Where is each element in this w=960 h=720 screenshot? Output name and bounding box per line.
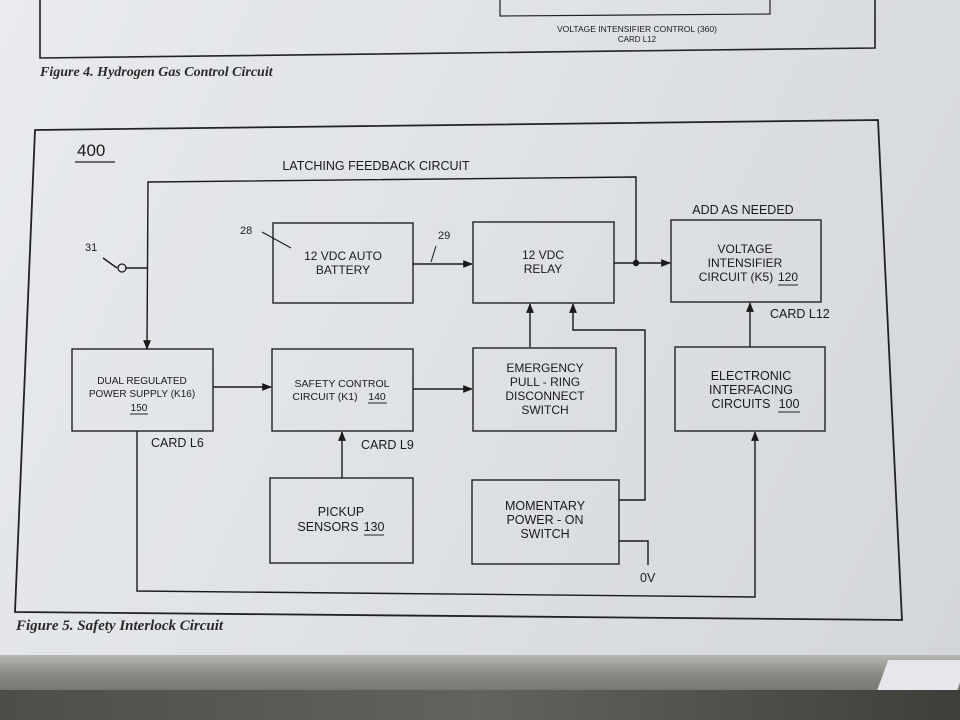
momentary-to-relay-wire — [569, 303, 646, 501]
battery-line1: 12 VDC AUTO — [304, 249, 382, 263]
latching-feedback-label: LATCHING FEEDBACK CIRCUIT — [282, 159, 470, 173]
fig4-block-line2: CARD L12 — [618, 35, 657, 44]
figure4-frame — [39, 0, 876, 59]
safety-control-block: SAFETY CONTROL CIRCUIT (K1) 140 — [271, 348, 414, 432]
card-l6-label: CARD L6 — [151, 436, 204, 450]
emergency-line3: DISCONNECT — [505, 389, 585, 403]
electronic-line2: INTERFACING — [709, 383, 793, 397]
figure5-frame — [14, 119, 903, 621]
relay-block: 12 VDC RELAY — [472, 221, 615, 304]
ref-400: 400 — [77, 141, 105, 160]
battery-block: 12 VDC AUTO BATTERY — [272, 222, 414, 304]
emergency-switch-block: EMERGENCY PULL - RING DISCONNECT SWITCH — [472, 347, 617, 432]
power-supply-line1: DUAL REGULATED — [97, 376, 186, 387]
intensifier-block: VOLTAGE INTENSIFIER CIRCUIT (K5) 120 — [670, 219, 822, 303]
momentary-switch-block: MOMENTARY POWER - ON SWITCH — [471, 479, 620, 565]
card-l12-label: CARD L12 — [770, 307, 830, 321]
latching-feedback-wire — [143, 176, 637, 350]
power-supply-line2: POWER SUPPLY (K16) — [89, 389, 195, 400]
safety-control-line1: SAFETY CONTROL — [295, 378, 390, 390]
safety-control-line2: CIRCUIT (K1) — [292, 391, 357, 403]
pickup-ref: 130 — [364, 520, 385, 534]
intensifier-line1: VOLTAGE — [718, 242, 773, 256]
power-supply-block: DUAL REGULATED POWER SUPPLY (K16) 150 — [71, 348, 214, 432]
ref-29-leader — [430, 245, 437, 263]
safety-control-ref: 140 — [368, 391, 386, 403]
intensifier-line3: CIRCUIT (K5) — [699, 270, 773, 284]
electronic-ref: 100 — [779, 397, 800, 411]
figure5-caption: Figure 5. Safety Interlock Circuit — [16, 618, 224, 634]
momentary-line3: SWITCH — [520, 527, 569, 541]
pickup-line1: PICKUP — [318, 505, 365, 519]
ref-28-leader — [261, 231, 292, 249]
add-as-needed-label: ADD AS NEEDED — [692, 203, 793, 217]
card-l9-label: CARD L9 — [361, 438, 414, 452]
intensifier-ref: 120 — [778, 270, 798, 284]
emergency-line1: EMERGENCY — [506, 361, 583, 375]
fig4-block-line1: VOLTAGE INTENSIFIER CONTROL (360) — [557, 24, 717, 34]
ground-return-wire — [136, 431, 759, 598]
relay-line1: 12 VDC — [522, 248, 564, 262]
pickup-line2: SENSORS — [297, 520, 358, 534]
emergency-line2: PULL - RING — [510, 375, 580, 389]
switch-31-terminal — [117, 263, 127, 273]
intensifier-line2: INTENSIFIER — [708, 256, 783, 270]
momentary-line2: POWER - ON — [506, 513, 583, 527]
wiring — [102, 176, 759, 598]
momentary-line1: MOMENTARY — [505, 499, 586, 513]
power-supply-ref: 150 — [131, 403, 148, 414]
electronic-line3: CIRCUITS — [711, 397, 770, 411]
emergency-line4: SWITCH — [521, 403, 568, 417]
ov-label: 0V — [640, 571, 656, 585]
battery-line2: BATTERY — [316, 263, 370, 277]
switch-31-lever — [102, 257, 118, 269]
pickup-sensors-block: PICKUP SENSORS 130 — [269, 477, 414, 564]
electronic-interfacing-block: ELECTRONIC INTERFACING CIRCUITS 100 — [674, 346, 826, 432]
electronic-line1: ELECTRONIC — [711, 369, 792, 383]
relay-line2: RELAY — [524, 262, 562, 276]
momentary-to-0v-wire — [619, 540, 649, 565]
table-surface — [0, 690, 960, 720]
ref-28: 28 — [240, 225, 252, 237]
document-page — [0, 0, 960, 660]
ref-29: 29 — [438, 230, 450, 242]
ref-31: 31 — [85, 242, 97, 254]
junction-dot — [632, 259, 640, 267]
figure4-caption: Figure 4. Hydrogen Gas Control Circuit — [40, 65, 273, 80]
